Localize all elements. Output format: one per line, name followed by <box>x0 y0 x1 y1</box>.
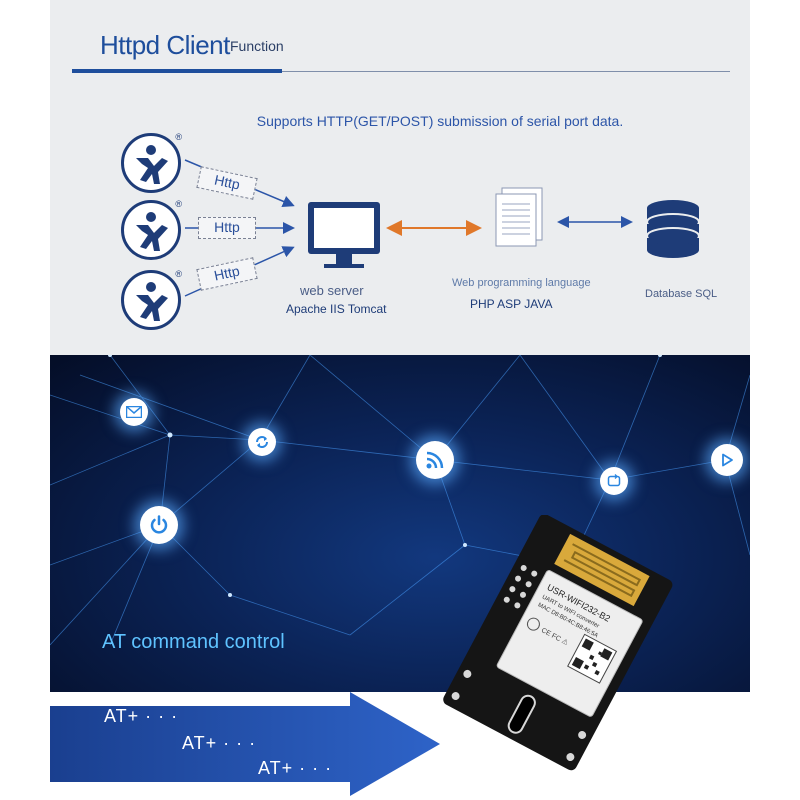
wifi-module-image: USR-WIFI232-B2 UART to WIFI converter MA… <box>443 515 673 771</box>
user-icon: ® <box>121 132 182 193</box>
tagline: Supports HTTP(GET/POST) submission of se… <box>256 113 624 129</box>
document-icon <box>495 187 543 247</box>
title-divider-accent <box>72 69 282 73</box>
web-server-sublabel: Apache IIS Tomcat <box>286 302 387 316</box>
httpd-client-panel: Httpd Client Function Supports HTTP(GET/… <box>50 0 750 355</box>
power-icon <box>140 506 178 544</box>
user-icon: ® <box>121 199 182 260</box>
flow-diagram <box>184 159 700 297</box>
web-server-label: web server <box>300 283 364 298</box>
sync-icon <box>248 428 276 456</box>
refresh-icon <box>600 467 628 495</box>
page-subtitle: Function <box>230 38 284 54</box>
database-icon <box>646 200 700 258</box>
title-block: Httpd Client Function <box>100 30 284 61</box>
programming-label: Web programming language <box>452 277 591 289</box>
play-icon <box>711 444 743 476</box>
at-command-panel: AT command control <box>50 355 750 692</box>
user-icon: ® <box>121 269 182 330</box>
page-title: Httpd Client <box>100 30 230 60</box>
at-command-line: AT+ · · · <box>258 758 333 778</box>
mail-icon <box>120 398 148 426</box>
monitor-icon <box>308 202 380 268</box>
database-label: Database SQL <box>645 288 718 300</box>
at-command-title: AT command control <box>102 631 285 653</box>
wifi-icon <box>416 441 454 479</box>
at-command-line: AT+ · · · <box>182 733 257 753</box>
at-command-line: AT+ · · · <box>104 706 179 726</box>
programming-sublabel: PHP ASP JAVA <box>470 297 553 311</box>
title-divider <box>72 71 730 72</box>
http-tag: Http <box>198 217 256 239</box>
at-command-arrow <box>50 692 440 796</box>
